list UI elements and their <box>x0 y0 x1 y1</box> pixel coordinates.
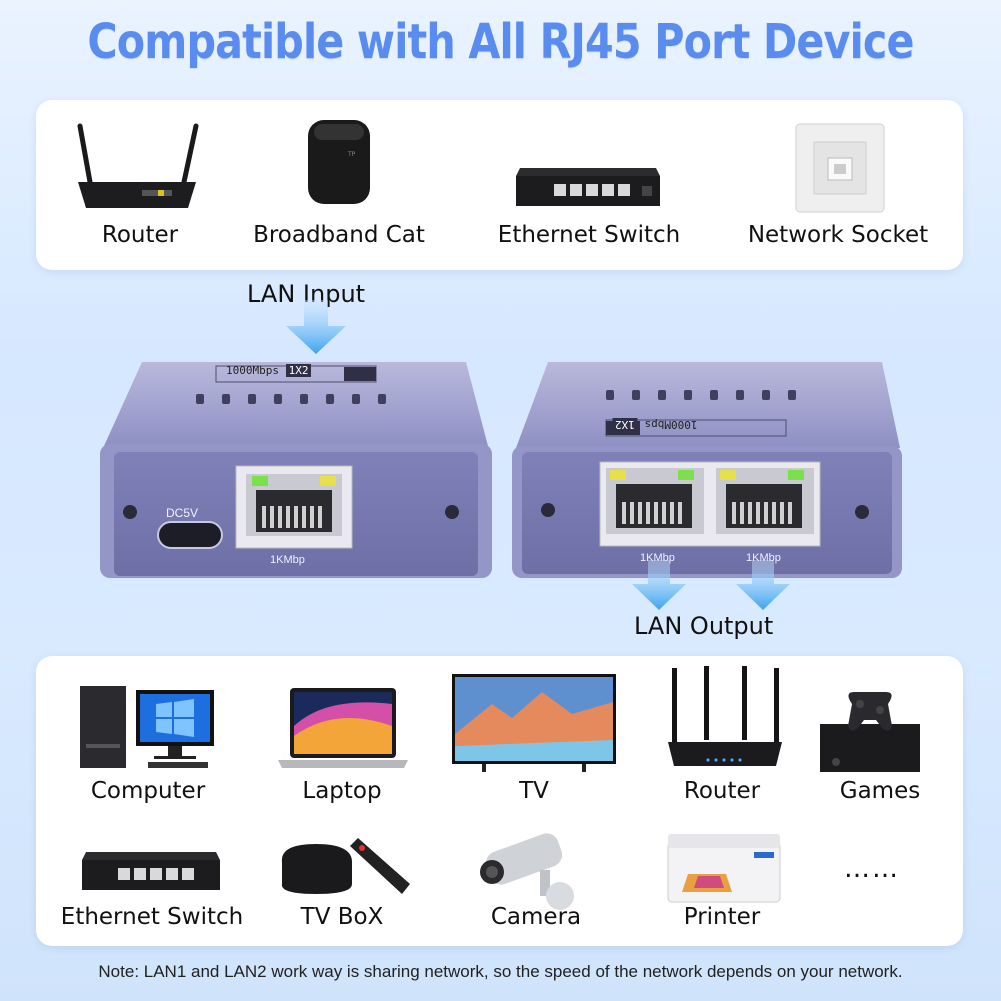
output-device-label-router: Router <box>683 778 761 804</box>
ethernet-switch-icon <box>516 168 660 206</box>
footer-note: Note: LAN1 and LAN2 work way is sharing … <box>98 962 903 981</box>
laptop-icon <box>278 688 408 768</box>
input-device-label-broadband: Broadband Cat <box>253 222 425 248</box>
output-device-label-printer: Printer <box>683 904 761 930</box>
input-devices-panel: TP Router Broadband Cat Ethernet Switch … <box>36 100 963 270</box>
router-icon <box>77 123 199 208</box>
router-icon <box>668 666 782 766</box>
broadband-modem-icon: TP <box>308 120 370 204</box>
dc-port-label: DC5V <box>166 506 199 520</box>
svg-text:TP: TP <box>347 151 356 158</box>
page-title: Compatible with All RJ45 Port Device <box>87 14 914 70</box>
splitter-output-side <box>512 362 902 578</box>
output-device-label-tv-box: TV BoX <box>300 904 384 930</box>
network-socket-icon <box>795 123 885 213</box>
output-device-label-computer: Computer <box>90 778 206 804</box>
lan-output-arrow-icon-2 <box>736 560 790 610</box>
desktop-computer-icon <box>80 686 214 768</box>
lan-output-arrow-icon-1 <box>632 560 686 610</box>
ethernet-switch-icon <box>82 852 220 890</box>
model-text-input: 1000Mbps 1X2 <box>226 364 312 377</box>
input-speed-label: 1KMbp <box>270 554 305 566</box>
model-text-output: 1000Mbps 1X2 <box>612 418 697 431</box>
input-device-label-socket: Network Socket <box>747 222 929 248</box>
tv-icon <box>452 674 616 772</box>
lan-output-label: LAN Output <box>634 612 774 640</box>
more-icon: …… <box>844 854 900 884</box>
printer-icon <box>667 834 781 903</box>
input-device-label-router: Router <box>101 222 179 248</box>
security-camera-icon <box>480 833 574 910</box>
output-devices-panel: Computer Laptop TV Router Games …… Ether… <box>36 656 963 946</box>
output-device-label-camera: Camera <box>490 904 582 930</box>
splitter-input-side <box>100 362 492 578</box>
output-device-label-tv: TV <box>519 778 549 804</box>
lan-input-arrow-icon <box>286 300 346 354</box>
game-console-icon <box>820 692 920 772</box>
output-device-label-laptop: Laptop <box>302 778 382 804</box>
input-device-label-switch: Ethernet Switch <box>497 222 681 248</box>
tv-box-icon <box>281 838 410 894</box>
output-device-label-games: Games <box>839 778 921 804</box>
output-device-label-switch: Ethernet Switch <box>60 904 244 930</box>
